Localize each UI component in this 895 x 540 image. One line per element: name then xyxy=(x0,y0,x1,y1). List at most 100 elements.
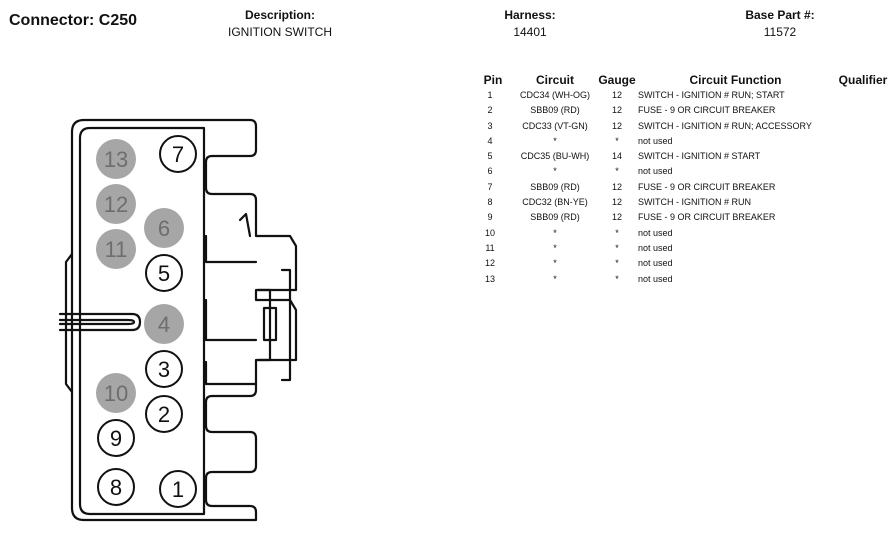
pin-cavity-2: 2 xyxy=(145,395,183,433)
cell-qualifier xyxy=(833,88,893,103)
cell-pin: 12 xyxy=(484,258,495,269)
cell-pin: 1 xyxy=(487,90,493,100)
cell-gauge: 12 xyxy=(611,120,622,131)
cell-qualifier xyxy=(833,210,893,225)
pin-table: Pin Circuit Gauge Circuit Function Quali… xyxy=(472,72,893,287)
pin-circle-unused xyxy=(144,304,184,344)
harness-label: Harness: xyxy=(504,8,556,22)
col-header-pin: Pin xyxy=(483,73,503,87)
cell-circuit-function: FUSE - 9 OR CIRCUIT BREAKER xyxy=(638,105,776,116)
connector-id: C250 xyxy=(98,12,138,29)
base-part-value: 11572 xyxy=(763,25,797,39)
cell-pin: 5 xyxy=(487,151,493,162)
cell-qualifier xyxy=(833,103,893,118)
pin-cavity-6: 6 xyxy=(144,208,184,248)
table-row: 4 * * not used xyxy=(472,134,893,149)
cell-circuit-function: FUSE - 9 OR CIRCUIT BREAKER xyxy=(638,212,776,223)
cell-qualifier xyxy=(833,180,893,195)
pin-cavity-12: 12 xyxy=(96,184,136,224)
cell-circuit: * xyxy=(553,135,557,146)
pin-number-label: 12 xyxy=(104,192,128,217)
cell-circuit-function: not used xyxy=(638,242,673,253)
cell-gauge: * xyxy=(615,227,619,238)
cell-circuit: CDC35 (BU-WH) xyxy=(520,151,590,162)
cell-gauge: 12 xyxy=(611,90,622,100)
table-row: 12**not used xyxy=(472,256,893,271)
cell-gauge: 12 xyxy=(611,105,622,116)
cell-pin: 8 xyxy=(487,197,493,208)
cell-circuit-function: FUSE - 9 OR CIRCUIT BREAKER xyxy=(638,181,776,192)
base-part-block: Base Part #: 11572 xyxy=(728,8,832,42)
harness-block: Harness: 14401 xyxy=(480,8,580,42)
pin-number-label: 9 xyxy=(110,426,122,451)
cell-gauge: * xyxy=(615,166,619,177)
cell-circuit-function: SWITCH - IGNITION # RUN; ACCESSORY xyxy=(638,120,812,131)
cell-circuit: CDC32 (BN-YE) xyxy=(522,197,588,208)
cell-circuit: * xyxy=(553,273,557,284)
cell-pin: 2 xyxy=(487,105,493,116)
pin-number-label: 13 xyxy=(104,147,128,172)
table-row: 11**not used xyxy=(472,241,893,256)
pin-number-label: 5 xyxy=(158,261,170,286)
cell-gauge: 12 xyxy=(611,197,622,208)
cell-qualifier xyxy=(833,241,893,256)
cell-circuit-function: not used xyxy=(638,227,673,238)
table-row: 9 SBB09 (RD) 12 FUSE - 9 OR CIRCUIT BREAKER xyxy=(472,210,893,225)
pin-cavity-7: 7 xyxy=(159,135,197,173)
pin-circle-used xyxy=(145,350,183,388)
pin-circle-unused xyxy=(96,184,136,224)
pin-circle-unused xyxy=(144,208,184,248)
pin-circle-used xyxy=(159,470,197,508)
harness-value: 14401 xyxy=(513,25,547,39)
pin-circle-unused xyxy=(96,373,136,413)
pin-number-label: 2 xyxy=(158,402,170,427)
cell-qualifier xyxy=(833,164,893,179)
cell-circuit: SBB09 (RD) xyxy=(530,212,580,223)
col-header-qualifier: Qualifier xyxy=(838,73,888,87)
pin-number-label: 7 xyxy=(172,142,184,167)
cell-pin: 3 xyxy=(487,120,493,131)
pin-circle-used xyxy=(145,254,183,292)
pin-circle-used xyxy=(145,395,183,433)
pin-number-label: 3 xyxy=(158,357,170,382)
pin-number-label: 8 xyxy=(110,475,122,500)
cell-pin: 11 xyxy=(485,242,495,253)
pin-cavity-11: 11 xyxy=(96,229,136,269)
cell-pin: 9 xyxy=(487,212,493,223)
cell-gauge: 12 xyxy=(611,212,622,223)
cell-qualifier xyxy=(833,226,893,241)
pin-number-label: 10 xyxy=(104,381,128,406)
pin-cavity-3: 3 xyxy=(145,350,183,388)
pin-circle-used xyxy=(97,468,135,506)
cell-qualifier xyxy=(833,256,893,271)
pin-table-header-row: Pin Circuit Gauge Circuit Function Quali… xyxy=(472,72,893,88)
base-part-label: Base Part #: xyxy=(745,8,815,22)
pin-circle-unused xyxy=(96,139,136,179)
cell-qualifier xyxy=(833,134,893,149)
pin-number-label: 6 xyxy=(158,216,170,241)
pin-cavity-10: 10 xyxy=(96,373,136,413)
cell-gauge: 12 xyxy=(611,181,622,192)
cell-circuit-function: SWITCH - IGNITION # START xyxy=(638,151,761,162)
cell-qualifier xyxy=(833,195,893,210)
cell-pin: 4 xyxy=(487,135,493,146)
pin-cavity-8: 8 xyxy=(97,468,135,506)
description-block: Description: IGNITION SWITCH xyxy=(220,8,340,42)
cell-pin: 7 xyxy=(487,181,493,192)
cell-circuit: SBB09 (RD) xyxy=(530,105,580,116)
cell-circuit-function: SWITCH - IGNITION # RUN; START xyxy=(638,90,785,100)
cell-circuit-function: not used xyxy=(638,166,673,177)
cell-qualifier xyxy=(833,272,893,287)
cell-pin: 13 xyxy=(484,273,495,284)
pin-cavity-9: 9 xyxy=(97,419,135,457)
pin-cavity-5: 5 xyxy=(145,254,183,292)
cell-gauge: * xyxy=(615,135,619,146)
cell-circuit-function: not used xyxy=(638,135,673,146)
pin-cavity-13: 13 xyxy=(96,139,136,179)
connector-label: Connector: xyxy=(9,12,95,29)
pin-cavity-4: 4 xyxy=(144,304,184,344)
